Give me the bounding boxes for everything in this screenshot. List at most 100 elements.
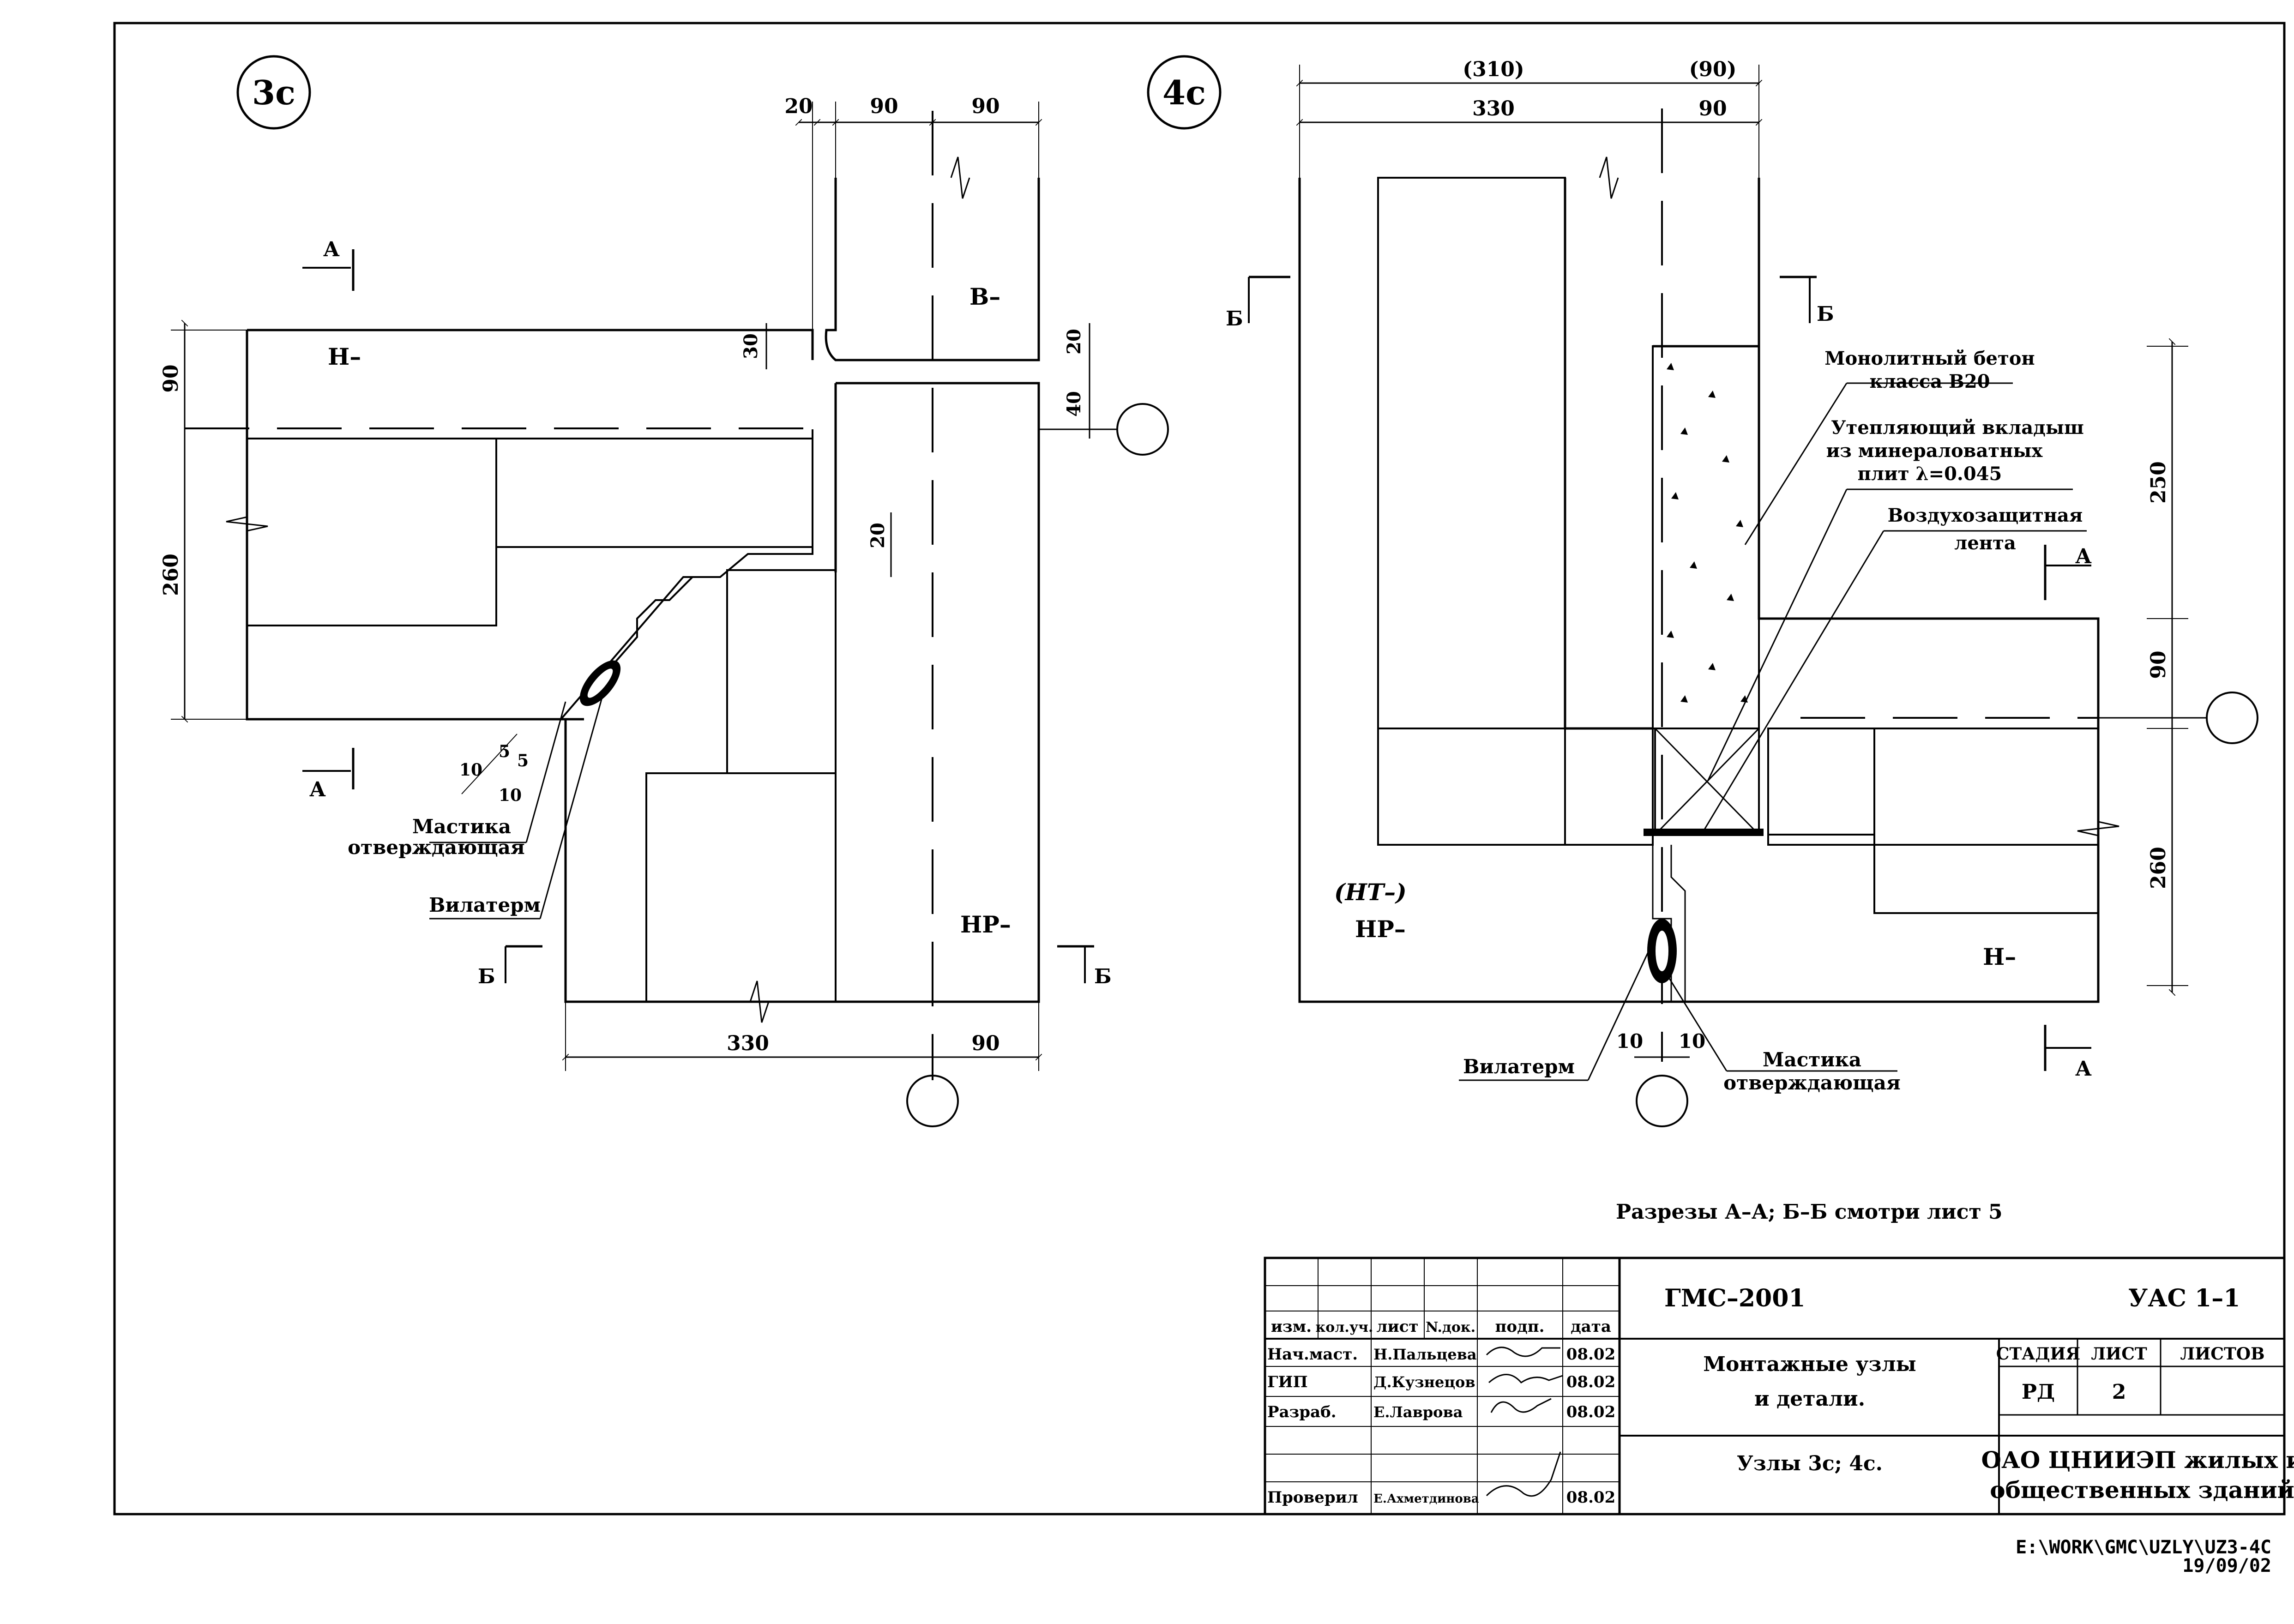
section-a-4c-bottom: А [2075, 1057, 2092, 1081]
signatures [1486, 1347, 1563, 1497]
tb-org-2: общественных зданий [1990, 1476, 2294, 1504]
section-a-top: А [323, 238, 340, 261]
dim-text-right-90: 90 [2147, 650, 2170, 679]
dim-text-4c-330: 330 [1472, 97, 1515, 120]
panel-label-nt: (НТ–) [1334, 878, 1407, 906]
dim-text-20-right: 20 [1063, 329, 1085, 355]
callout-tape-2: лента [1954, 532, 2016, 554]
insulation-4c-right-a [1767, 728, 1875, 836]
panel-v-outline [825, 178, 1040, 361]
panel-label-v: В– [969, 283, 1000, 310]
dim-text-10b: 10 [1679, 1030, 1705, 1053]
panel-nr-4c-outline [1298, 178, 2100, 1003]
dim-text-310: (310) [1463, 58, 1524, 81]
tb-sheet-header: ЛИСТ [2091, 1344, 2147, 1364]
tb-role-2: Разраб. [1267, 1403, 1337, 1421]
sections-note: Разрезы А–А; Б–Б смотри лист 5 [1616, 1200, 2003, 1224]
insulation-4c-right-b [1873, 728, 2099, 914]
insulation-left-upper [495, 438, 813, 548]
callout-vilaterm-4c: Вилатерм [1463, 1055, 1575, 1078]
tb-date-2: 08.02 [1566, 1403, 1615, 1421]
panel-label-n: Н– [328, 343, 361, 370]
insulation-4c-corner [1377, 728, 1654, 846]
insulation-right-upper [726, 569, 837, 774]
axis-bubble-right [1116, 403, 1169, 456]
tb-name-1: Д.Кузнецов [1373, 1373, 1475, 1391]
dim-text-250: 250 [2147, 461, 2170, 504]
dim-text-right-260: 260 [2147, 847, 2170, 889]
tb-org-1: ОАО ЦНИИЭП жилых и [1981, 1446, 2294, 1474]
tb-title-1: Монтажные узлы [1703, 1353, 1916, 1376]
callout-mastika-3c-1: Мастика [412, 815, 511, 838]
callout-mastika-4c-2: отверждающая [1723, 1071, 1901, 1094]
tb-date-1: 08.02 [1566, 1373, 1615, 1391]
title-block: изм. кол.уч. лист N.док. подп. дата Нач.… [1264, 1257, 2294, 1516]
tb-header-koluch: кол.уч. [1316, 1319, 1373, 1335]
section-a-bottom: А [309, 778, 326, 801]
node-3c-drawing: 3с [159, 55, 1169, 1127]
tb-name-3: Е.Ахметдинова [1373, 1492, 1479, 1506]
section-b-left: Б [478, 965, 495, 988]
callout-mastika-3c-2: отверждающая [348, 836, 525, 859]
dim-text-330: 330 [727, 1032, 769, 1055]
insulation-right-lower [645, 772, 837, 1003]
callout-insert-3: плит λ=0.045 [1858, 463, 2002, 485]
axis-bubble-4c-right [2206, 692, 2258, 744]
panel-h-4c [1767, 728, 2099, 846]
tb-role-3: Проверил [1267, 1488, 1358, 1507]
dim-text-90-bottom: 90 [971, 1032, 999, 1055]
tb-date-3: 08.02 [1566, 1488, 1615, 1507]
file-path: E:\WORK\GMC\UZLY\UZ3-4C [2016, 1537, 2271, 1558]
dim-text-paren-90: (90) [1689, 58, 1737, 81]
tb-header-data: дата [1571, 1317, 1611, 1336]
file-date: 19/09/02 [2182, 1555, 2271, 1576]
dim-text-20-inner: 20 [867, 523, 889, 548]
insulation-4c-vertical [1377, 177, 1566, 846]
dim-text-90b: 90 [971, 95, 999, 118]
dim-text-90a: 90 [870, 95, 898, 118]
dim-text-40-right: 40 [1063, 391, 1085, 417]
tb-role-0: Нач.маст. [1267, 1345, 1358, 1364]
tb-header-list: лист [1377, 1317, 1419, 1336]
dim-text-10a: 10 [1616, 1030, 1643, 1053]
callout-insert-2: из минераловатных [1826, 440, 2043, 462]
dim-text-4c-90: 90 [1698, 97, 1727, 120]
monolithic-concrete [1652, 345, 1760, 729]
node-4c-drawing: 4с [1147, 55, 2258, 1127]
tb-subtitle: Узлы 3с; 4с. [1737, 1452, 1883, 1475]
tb-sheet: 2 [2112, 1380, 2126, 1404]
tb-sheets-header: ЛИСТОВ [2180, 1344, 2264, 1364]
dim-text-30: 30 [740, 333, 762, 359]
tb-code: УАС 1–1 [2128, 1284, 2240, 1312]
joint-dim-10a: 10 [459, 760, 482, 780]
panel-label-4c-n: Н– [1983, 943, 2016, 970]
section-b-4c-left: Б [1226, 307, 1243, 331]
dim-text-left-90: 90 [159, 364, 183, 392]
section-b-4c-right: Б [1817, 302, 1834, 326]
tb-header-izm: изм. [1271, 1317, 1312, 1336]
sheet-frame [113, 22, 2286, 1516]
panel-label-4c-nr: НР– [1355, 915, 1406, 943]
node-4c-badge [1147, 55, 1222, 130]
callout-insert-1: Утепляющий вкладыш [1831, 417, 2084, 439]
tb-header-podp: подп. [1495, 1317, 1545, 1336]
panel-nr-outline [564, 382, 1040, 1003]
joint-dim-10b: 10 [499, 786, 522, 805]
tb-name-2: Е.Лаврова [1373, 1403, 1463, 1421]
callout-tape-1: Воздухозащитная [1888, 505, 2083, 526]
callout-concrete-2: класса B20 [1869, 371, 1990, 392]
tb-name-0: Н.Пальцева [1373, 1346, 1477, 1363]
tb-stage: РД [2022, 1380, 2055, 1404]
node-4c-label: 4с [1162, 73, 1206, 112]
dim-text-20: 20 [784, 95, 813, 118]
tb-date-0: 08.02 [1566, 1345, 1615, 1364]
concrete-aggregate [1667, 363, 1748, 703]
insulation-left-lower [246, 438, 497, 626]
joint-dim-5b: 5 [517, 751, 529, 770]
section-a-4c-top: А [2075, 545, 2092, 568]
dim-text-left-260: 260 [159, 553, 183, 596]
callout-concrete-1: Монолитный бетон [1824, 348, 2035, 369]
axis-bubble-bottom [906, 1075, 959, 1127]
tb-title-2: и детали. [1754, 1387, 1865, 1411]
